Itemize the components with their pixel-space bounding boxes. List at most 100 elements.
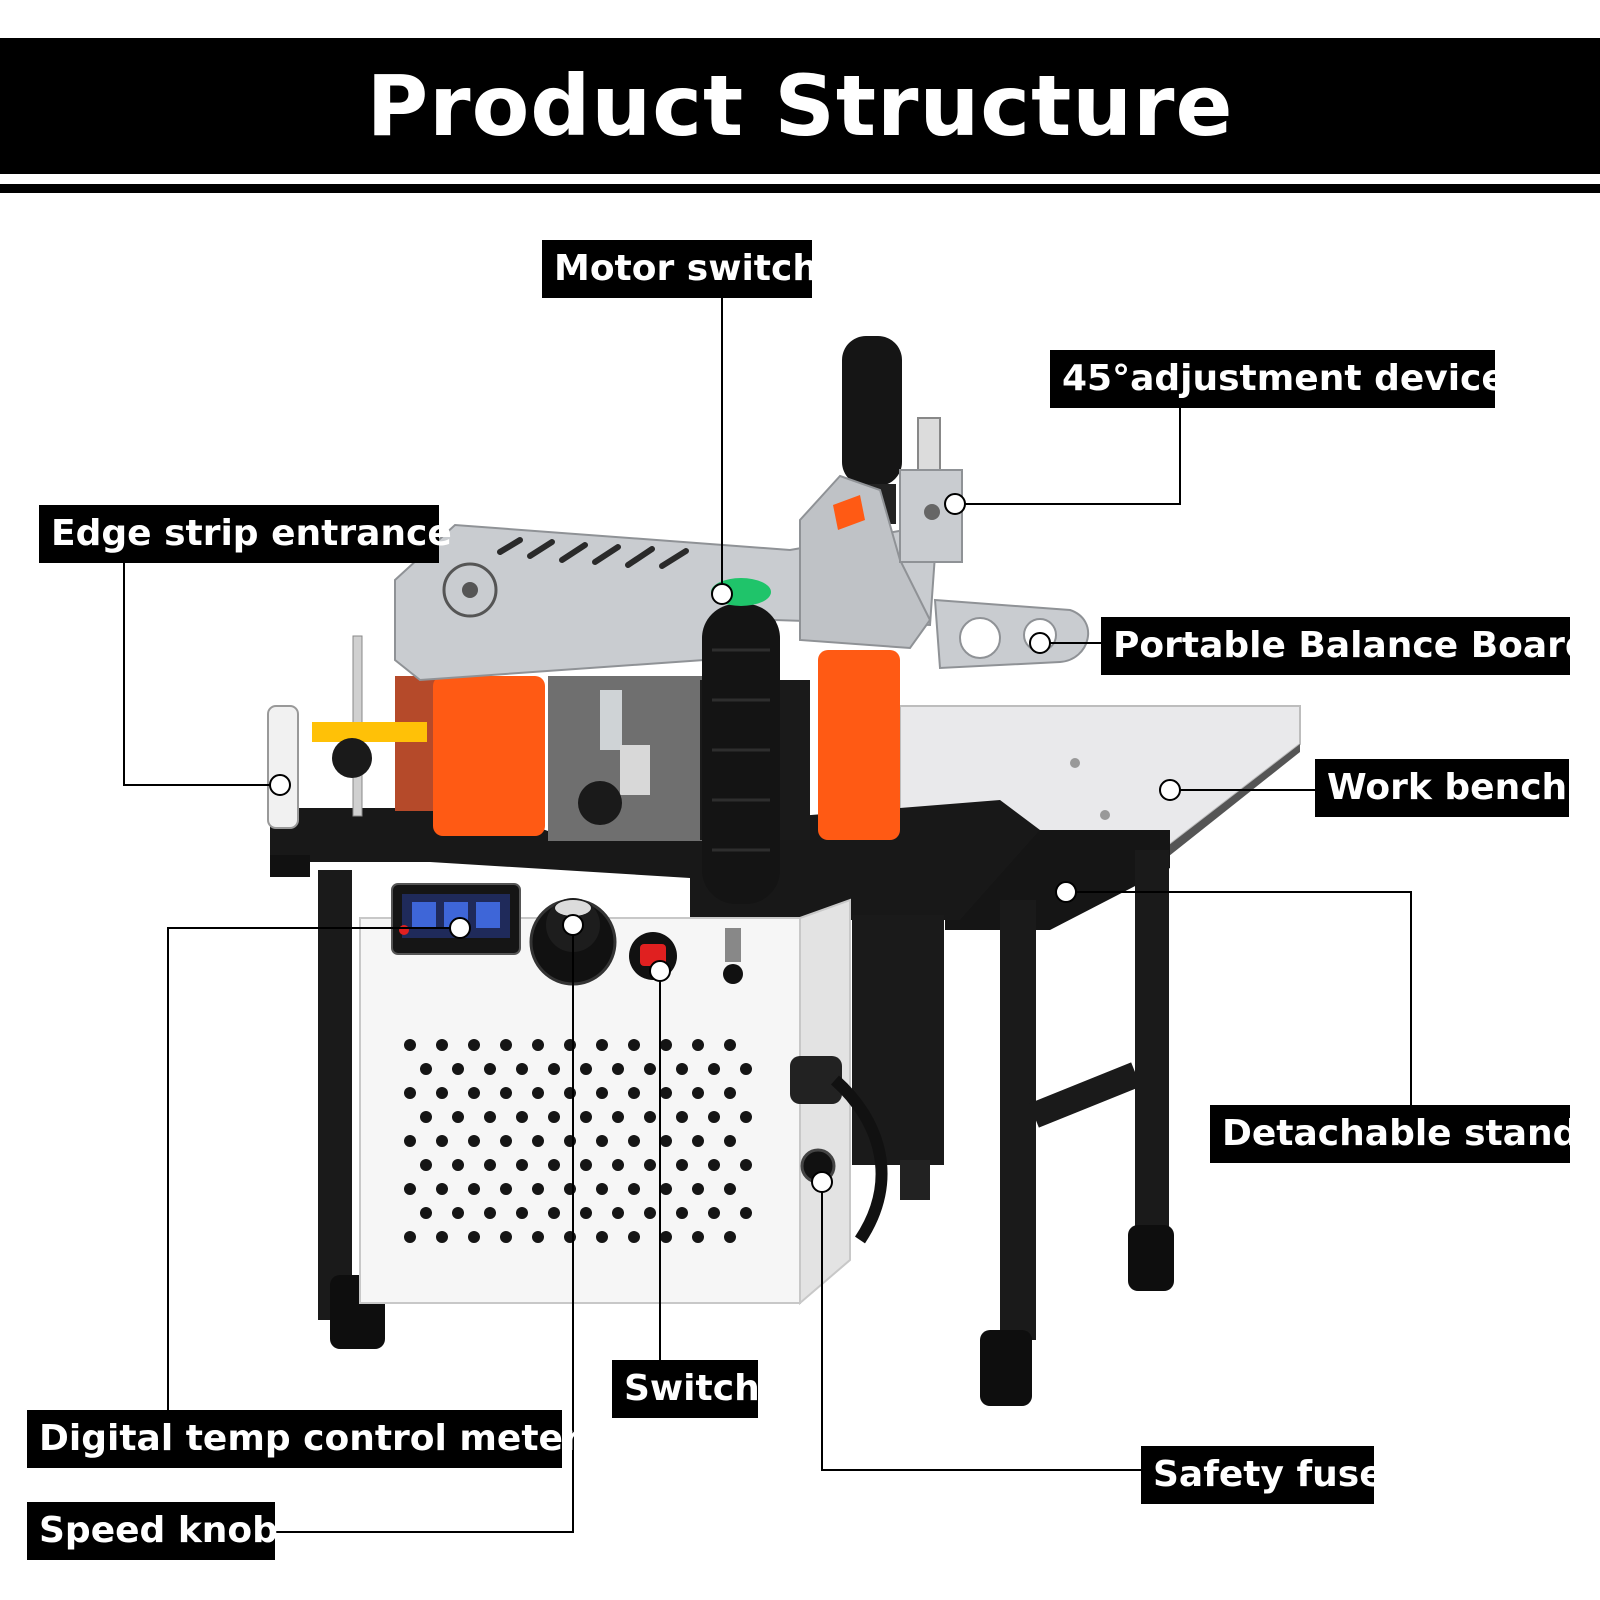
vent-hole (436, 1087, 448, 1099)
vent-hole (628, 1183, 640, 1195)
title-banner: Product Structure (0, 38, 1600, 174)
stand-leg-back (1135, 850, 1169, 1240)
vent-hole (628, 1039, 640, 1051)
vent-hole (580, 1159, 592, 1171)
vent-hole (660, 1231, 672, 1243)
label-portable-balance-board: Portable Balance Board (1101, 617, 1591, 675)
vent-hole (404, 1231, 416, 1243)
vent-hole (436, 1039, 448, 1051)
vent-hole (564, 1039, 576, 1051)
orange-roller-left (433, 676, 545, 836)
vent-hole (548, 1159, 560, 1171)
vent-hole (468, 1183, 480, 1195)
vent-hole (740, 1207, 752, 1219)
vent-hole (644, 1111, 656, 1123)
vent-hole (692, 1039, 704, 1051)
vent-hole (452, 1159, 464, 1171)
vent-hole (500, 1135, 512, 1147)
vent-hole (724, 1087, 736, 1099)
vent-hole (596, 1183, 608, 1195)
vent-hole (644, 1207, 656, 1219)
stand-leg-front (1000, 900, 1036, 1340)
left-leg (318, 870, 352, 1320)
vent-hole (452, 1063, 464, 1075)
vent-hole (596, 1087, 608, 1099)
vent-hole (500, 1231, 512, 1243)
vent-hole (516, 1207, 528, 1219)
vent-hole (628, 1231, 640, 1243)
vent-hole (484, 1207, 496, 1219)
vent-hole (692, 1087, 704, 1099)
label-switch: Switch (612, 1360, 760, 1418)
vent-hole (484, 1159, 496, 1171)
vent-hole (404, 1135, 416, 1147)
vent-hole (724, 1135, 736, 1147)
label-speed-knob: Speed knob (27, 1502, 278, 1560)
vent-hole (692, 1183, 704, 1195)
vent-hole (660, 1039, 672, 1051)
vent-hole (676, 1159, 688, 1171)
orange-roller-right (818, 650, 900, 840)
vent-hole (676, 1063, 688, 1075)
vent-hole (420, 1207, 432, 1219)
vent-hole (532, 1231, 544, 1243)
edge-strip-post (267, 705, 299, 829)
vent-hole (612, 1063, 624, 1075)
vent-hole (660, 1087, 672, 1099)
label-work-bench: Work bench (1315, 759, 1569, 817)
vent-hole (660, 1183, 672, 1195)
vent-hole (628, 1135, 640, 1147)
vent-hole (708, 1063, 720, 1075)
balance-board (933, 598, 1089, 670)
vent-hole (404, 1087, 416, 1099)
vent-hole (724, 1231, 736, 1243)
page-title: Product Structure (366, 57, 1234, 155)
vent-hole (740, 1063, 752, 1075)
vent-hole (676, 1111, 688, 1123)
vent-hole (724, 1039, 736, 1051)
vent-hole (564, 1135, 576, 1147)
vent-hole (548, 1111, 560, 1123)
vent-hole (724, 1183, 736, 1195)
vent-hole (468, 1135, 480, 1147)
vent-hole (596, 1135, 608, 1147)
vent-hole (420, 1159, 432, 1171)
vent-hole (532, 1087, 544, 1099)
vent-hole (420, 1063, 432, 1075)
vent-hole (516, 1159, 528, 1171)
vent-hole (580, 1063, 592, 1075)
vent-hole (452, 1111, 464, 1123)
vent-hole (548, 1063, 560, 1075)
vent-hole (692, 1135, 704, 1147)
vent-hole (468, 1039, 480, 1051)
vent-hole (612, 1207, 624, 1219)
vent-hole (612, 1111, 624, 1123)
vent-hole (436, 1135, 448, 1147)
vent-hole (404, 1183, 416, 1195)
vent-hole (740, 1159, 752, 1171)
vent-hole (452, 1207, 464, 1219)
vent-hole (644, 1063, 656, 1075)
work-bench-edge (1160, 744, 1300, 860)
vent-hole (564, 1183, 576, 1195)
vent-hole (612, 1159, 624, 1171)
vent-hole (532, 1039, 544, 1051)
vent-hole (420, 1111, 432, 1123)
vent-hole (708, 1207, 720, 1219)
vent-hole (548, 1207, 560, 1219)
vent-hole (628, 1087, 640, 1099)
cabinet-vent-holes (404, 1039, 752, 1243)
vent-hole (580, 1207, 592, 1219)
label-edge-strip-entrance: Edge strip entrance (39, 505, 452, 563)
vent-hole (676, 1207, 688, 1219)
vent-hole (532, 1135, 544, 1147)
title-divider (0, 184, 1600, 193)
vent-hole (580, 1111, 592, 1123)
vent-hole (660, 1135, 672, 1147)
label-digital-temp-control-meter: Digital temp control meter (27, 1410, 581, 1468)
vent-hole (692, 1231, 704, 1243)
vent-hole (468, 1087, 480, 1099)
vent-hole (484, 1063, 496, 1075)
vent-hole (740, 1111, 752, 1123)
